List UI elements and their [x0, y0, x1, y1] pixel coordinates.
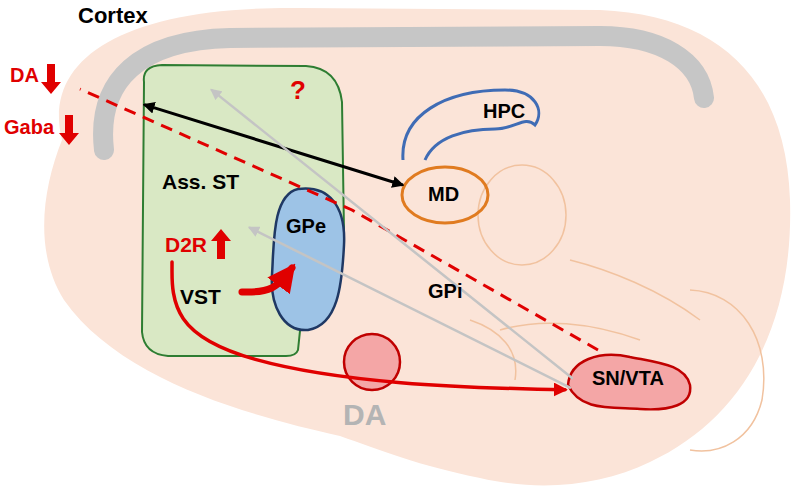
hippocampus-region: HPC: [395, 85, 545, 165]
thalamus-outline: [478, 165, 566, 265]
receptor-label: D2R: [165, 233, 207, 256]
region-label: Ass. ST: [162, 170, 239, 193]
dopamine-projection: [250, 228, 570, 388]
brainstem-outline: [500, 260, 700, 340]
decrease-arrow: [41, 64, 61, 94]
region-label: GPe: [286, 215, 326, 237]
striatum-region: Ass. ST D2R VST GPe: [138, 62, 348, 358]
transmitter-label: Gaba: [4, 116, 54, 138]
region-outline: [272, 188, 344, 330]
region-label: Cortex: [78, 4, 148, 28]
decrease-arrow: [59, 115, 79, 145]
gpe-region: GPe: [268, 185, 348, 333]
dopamine-projection-dashed: [80, 89, 598, 350]
region-outline: [568, 355, 690, 410]
striatopallidal-projection: [242, 268, 292, 292]
region-outline: [142, 65, 344, 356]
region-label: MD: [428, 183, 459, 205]
region-outline: [395, 85, 545, 165]
question-mark: ?: [290, 76, 306, 105]
reciprocal-connection: [145, 105, 402, 185]
region-outline: [402, 167, 488, 223]
dopamine-projection: [212, 90, 572, 378]
transmitter-label: DA: [343, 398, 386, 431]
transmitter-label: DA: [10, 64, 39, 86]
region-label: SN/VTA: [592, 367, 664, 389]
region-label: HPC: [483, 100, 525, 122]
increase-arrow: [211, 229, 231, 259]
cerebellum-outline: [690, 290, 764, 451]
region-outline: [403, 90, 539, 160]
thalamus-md-region: MD: [400, 165, 490, 225]
region-outline: [268, 185, 348, 333]
region-label: GPi: [428, 280, 462, 302]
region-label: VST: [180, 285, 221, 308]
sn-vta-region: SN/VTA: [560, 345, 695, 415]
brain-silhouette: [44, 8, 790, 485]
